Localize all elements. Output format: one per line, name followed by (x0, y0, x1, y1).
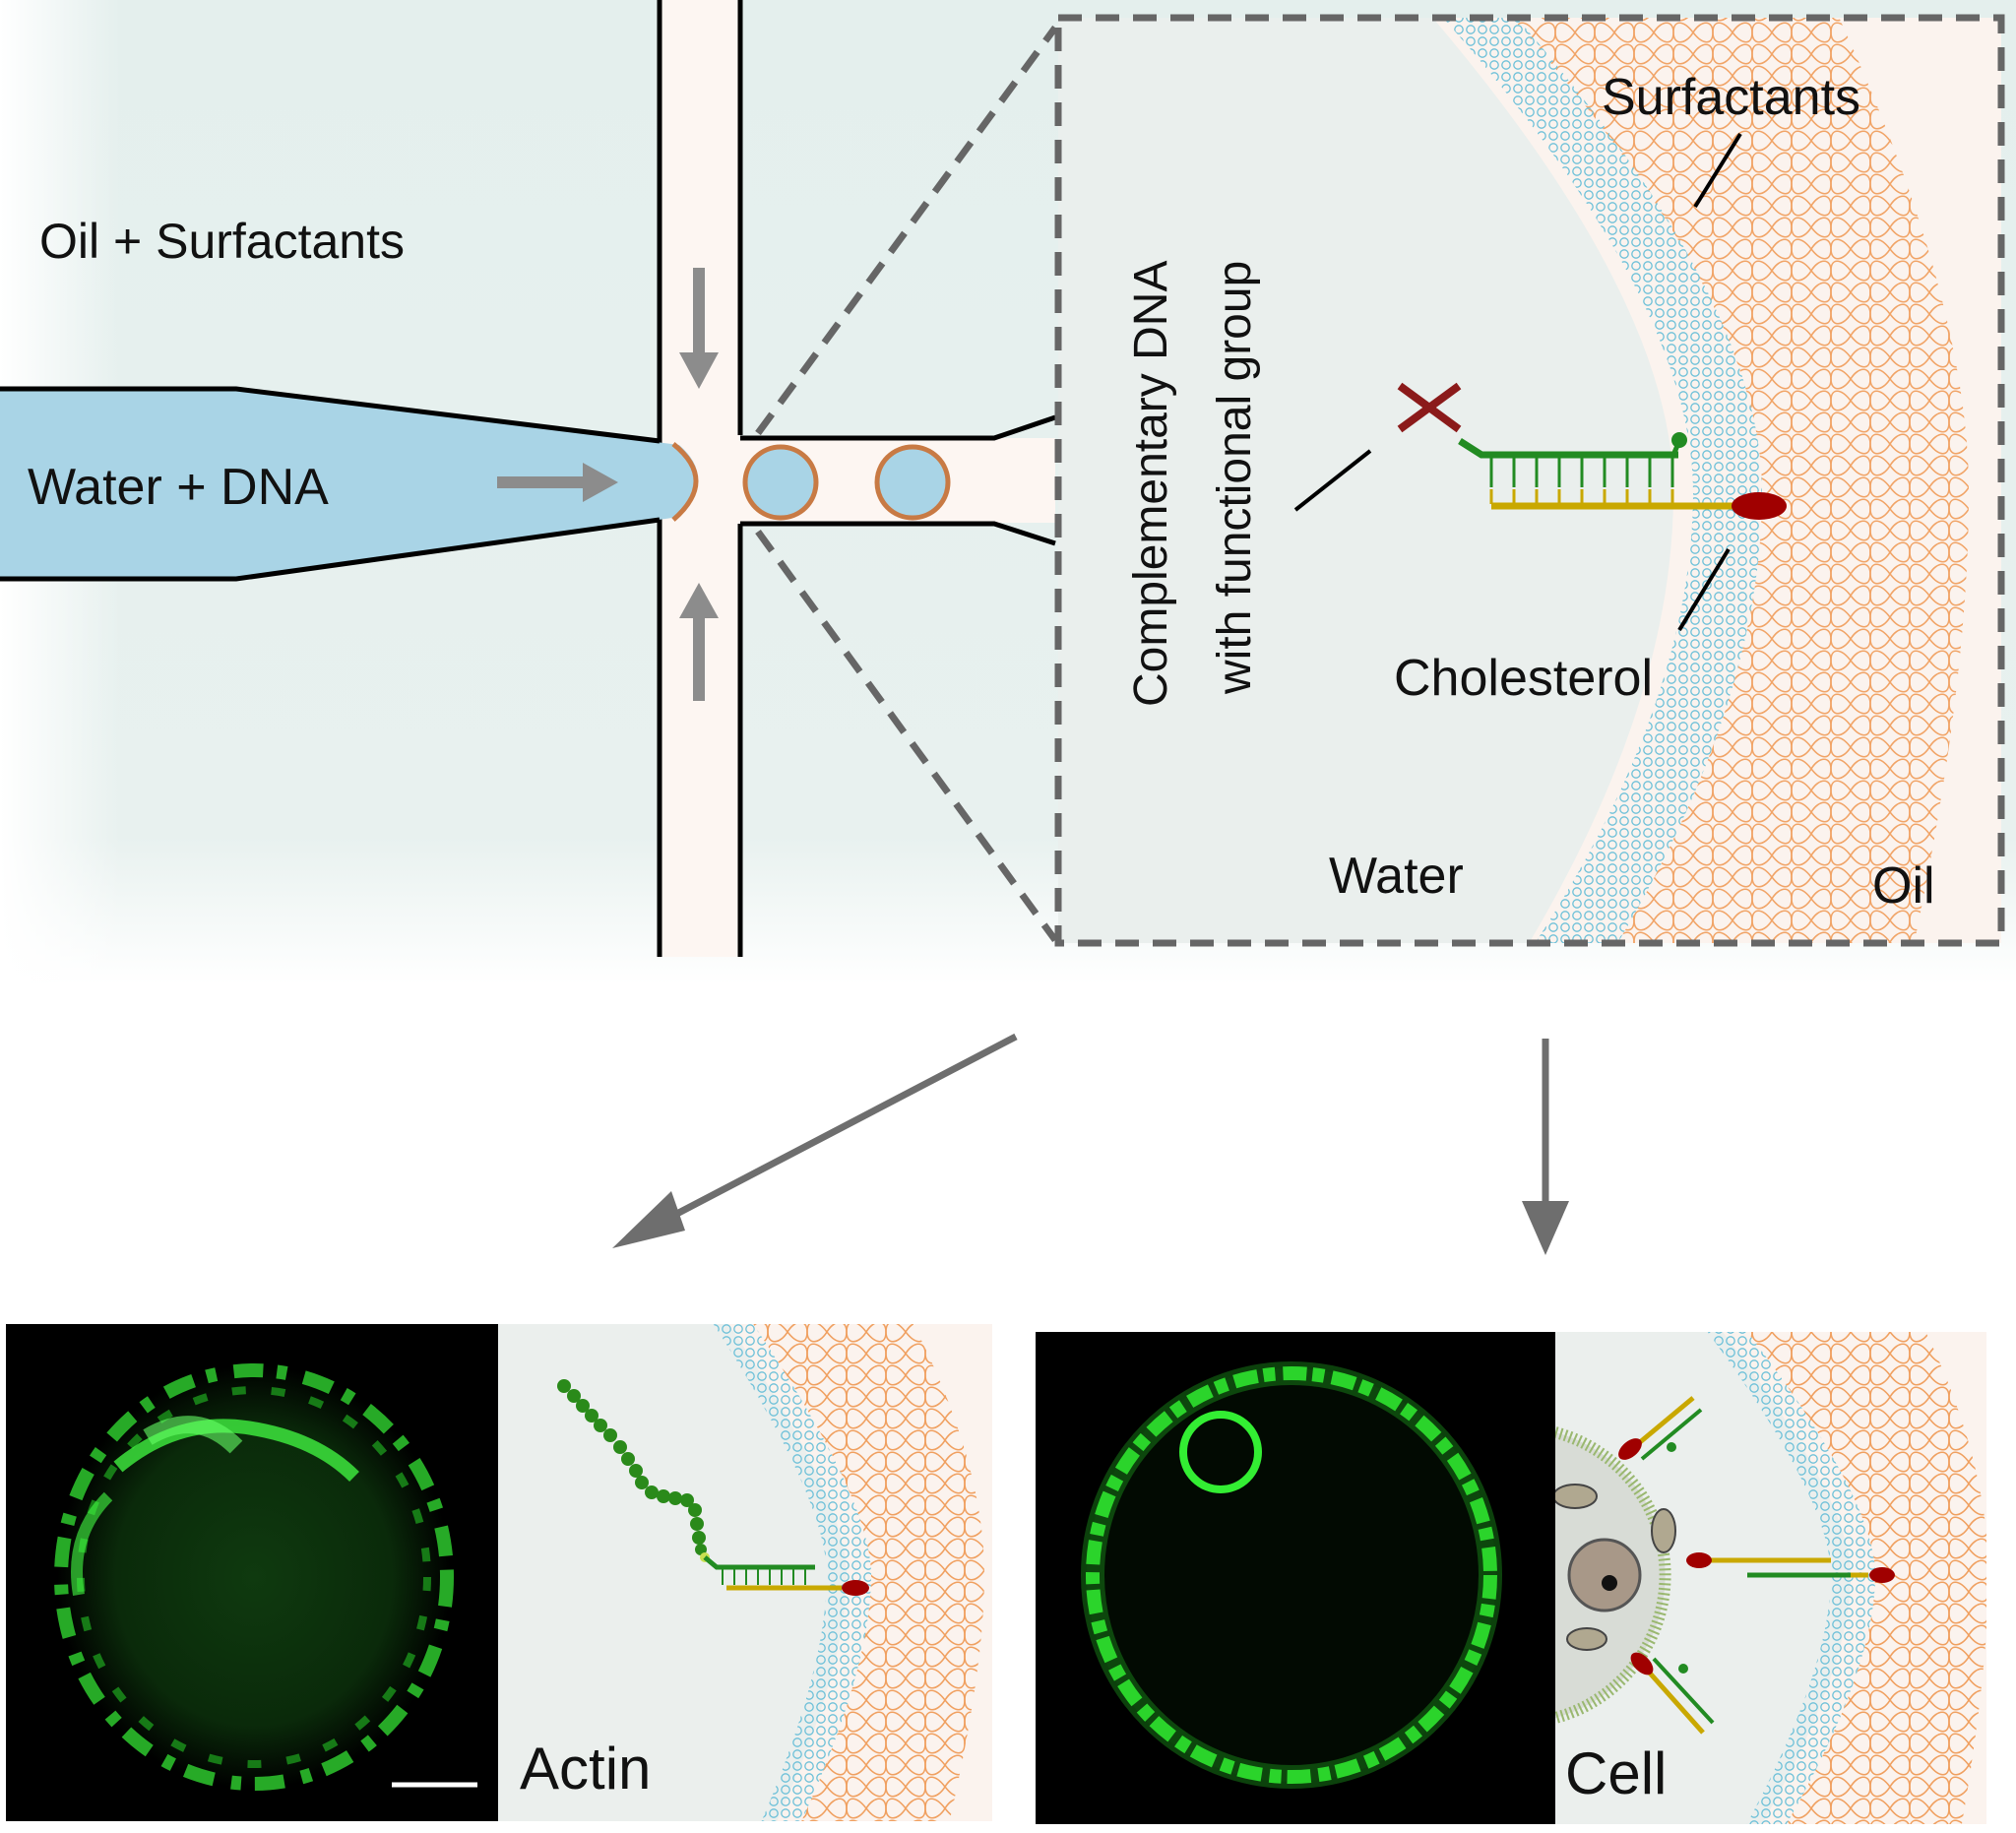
cholesterol-anchor (1732, 492, 1787, 520)
actin-fluorescent-droplet (54, 1363, 454, 1791)
functional-group-x-icon (1397, 382, 1462, 433)
mitochondrion-icon (1566, 1627, 1607, 1651)
surfactant-tails (1511, 18, 1969, 943)
actin-dna-duplex (703, 1555, 869, 1596)
complementary-dna-label-2: with functional group (1209, 261, 1261, 695)
captured-cell (1179, 1411, 1262, 1493)
cell-label: Cell (1565, 1740, 1667, 1806)
process-arrow-down (1522, 1039, 1569, 1255)
oil-surfactants-label: Oil + Surfactants (39, 214, 405, 269)
flow-arrow-right (497, 463, 618, 502)
droplet (874, 444, 951, 521)
actin-label: Actin (520, 1736, 651, 1801)
surfactants-label: Surfactants (1602, 69, 1860, 126)
leader-line (1293, 449, 1372, 512)
oil-label: Oil (1872, 857, 1935, 915)
water-inlet (0, 389, 698, 579)
mitochondrion-icon (1555, 1484, 1598, 1509)
cell-dna-tether (1630, 1652, 1715, 1735)
cell-dna-tether (1686, 1552, 1895, 1583)
zoom-guide-line (755, 25, 1058, 436)
cholesterol-label: Cholesterol (1394, 650, 1653, 707)
process-arrow-left (612, 1033, 1018, 1248)
flow-arrow-up (679, 583, 719, 701)
dna-duplex (1458, 432, 1787, 520)
cell-membrane (1555, 1426, 1671, 1724)
zoom-box-border (1054, 14, 2005, 947)
surfactant-heads (1442, 18, 1762, 943)
zoom-guide-line (755, 529, 1058, 943)
complementary-dna-label-1: Complementary DNA (1125, 261, 1177, 707)
droplet (742, 444, 819, 521)
cell-fluorescent-droplet (1081, 1361, 1502, 1789)
forming-droplet-interface (671, 442, 699, 522)
cell-dna-tether (1618, 1396, 1703, 1461)
leader-line (1677, 547, 1731, 632)
water-label: Water (1329, 848, 1464, 905)
mitochondrion-icon (1651, 1508, 1676, 1553)
zoom-inset: Complementary DNA with functional group … (1054, 14, 2005, 947)
flow-arrow-down (679, 268, 719, 389)
cell-panel: Cell (1036, 1332, 1986, 1824)
actin-panel: Actin (6, 1324, 992, 1821)
nucleus (1567, 1538, 1642, 1612)
water-dna-label: Water + DNA (28, 459, 329, 516)
actin-filament (557, 1379, 707, 1555)
leader-line (1693, 132, 1742, 209)
